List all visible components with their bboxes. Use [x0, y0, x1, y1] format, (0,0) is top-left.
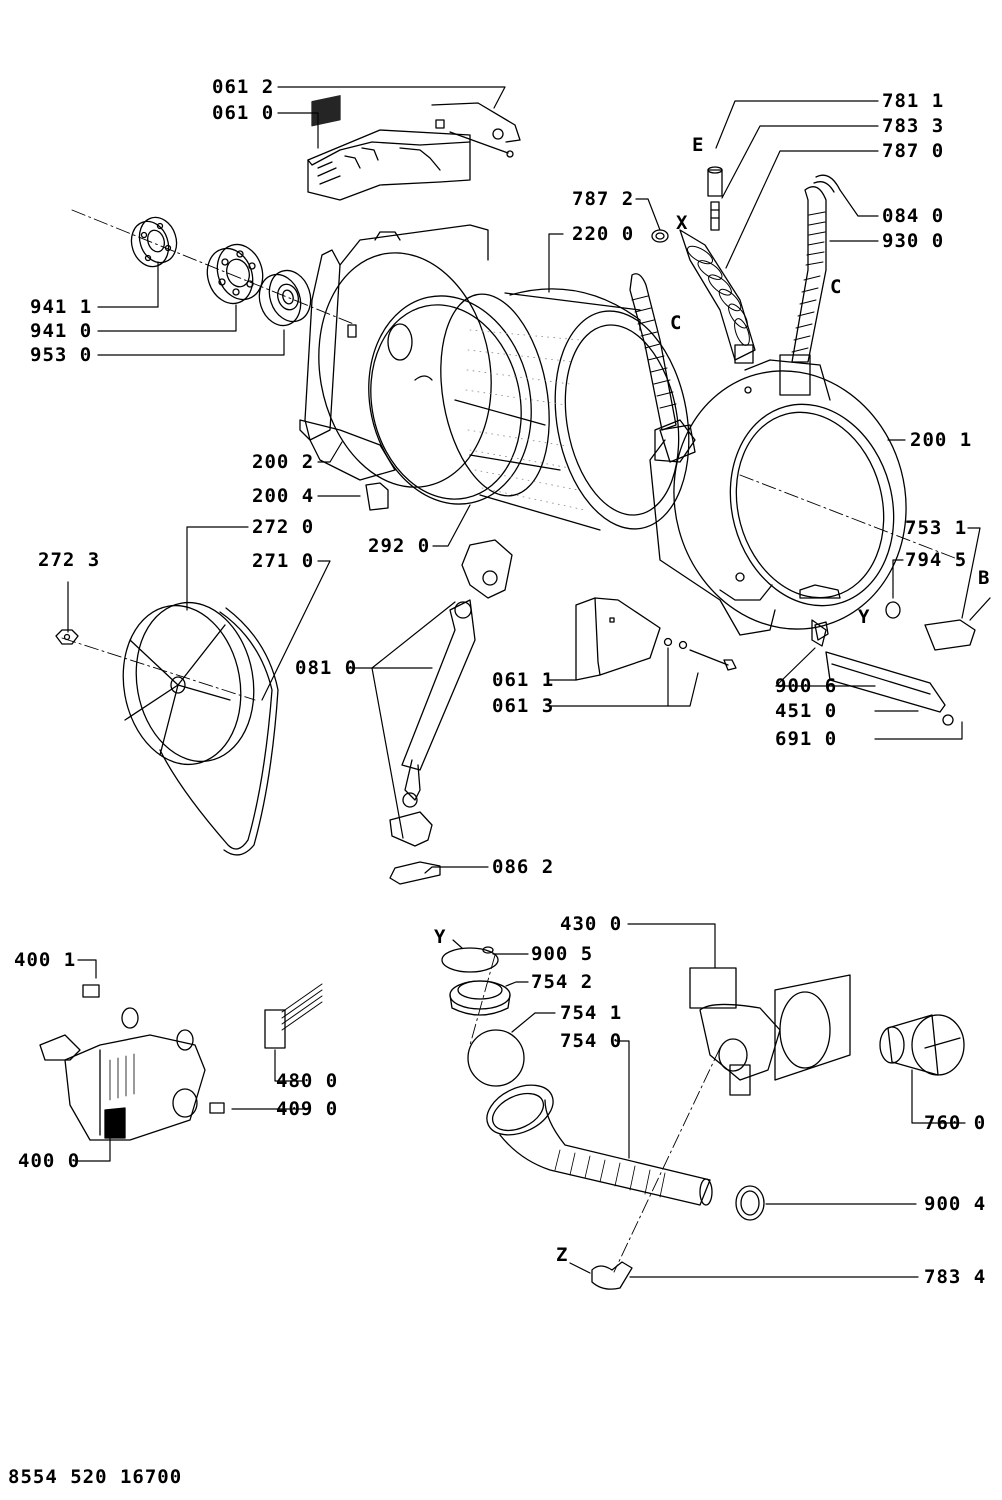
bearing-941-0 [206, 243, 264, 305]
part-label-2723: 272 3 [38, 549, 101, 571]
gasket-292-0 [368, 295, 532, 505]
part-label-0610: 061 0 [212, 102, 275, 124]
part-label-7811: 781 1 [882, 90, 945, 112]
part-label-9005: 900 5 [531, 943, 594, 965]
drum-220-0 [440, 288, 690, 531]
seal-754-2 [449, 980, 511, 1016]
counterweight-061-0 [307, 95, 471, 201]
part-label-9004: 900 4 [924, 1193, 987, 1215]
part-label-2920: 292 0 [368, 535, 431, 557]
bearing-953-0 [258, 269, 312, 327]
part-label-9410: 941 0 [30, 320, 93, 342]
marker-c-right: C [830, 276, 843, 298]
part-label-2004: 200 4 [252, 485, 315, 507]
tub-front-200-1 [649, 354, 907, 636]
hose-930-0 [791, 174, 841, 363]
hose-783-4 [591, 1261, 633, 1290]
clamp-900-4 [735, 1185, 765, 1221]
pulley-272-0 [122, 601, 255, 766]
part-label-9006: 900 6 [775, 675, 838, 697]
part-label-7945: 794 5 [905, 549, 968, 571]
motor-400-0 [39, 984, 225, 1141]
connector-480-0 [264, 983, 323, 1049]
shock-absorber-081-0 [389, 539, 513, 885]
clip-794-5 [885, 601, 901, 619]
part-label-7833: 783 3 [882, 115, 945, 137]
part-label-4800: 480 0 [276, 1070, 339, 1092]
part-label-4001: 400 1 [14, 949, 77, 971]
part-label-0810: 081 0 [295, 657, 358, 679]
part-label-9530: 953 0 [30, 344, 93, 366]
sensor-753-1 [924, 597, 991, 651]
hose-c-left [629, 273, 696, 463]
bearing-941-1 [130, 216, 178, 268]
part-label-4300: 430 0 [560, 913, 623, 935]
part-label-2720: 272 0 [252, 516, 315, 538]
part-label-7600: 760 0 [924, 1112, 987, 1134]
marker-e: E [692, 134, 705, 156]
connector-781-1 [707, 166, 723, 231]
heater-451-0 [811, 619, 954, 726]
part-label-0613: 061 3 [492, 695, 555, 717]
marker-c-left: C [670, 312, 683, 334]
marker-y-upper: Y [858, 606, 871, 628]
drain-hose-754-0 [486, 1084, 713, 1206]
part-label-7834: 783 4 [924, 1266, 987, 1288]
marker-y-lower: Y [434, 926, 447, 948]
part-label-0612: 061 2 [212, 76, 275, 98]
counterweight-061-1 [575, 597, 737, 681]
part-label-0611: 061 1 [492, 669, 555, 691]
part-label-9411: 941 1 [30, 296, 93, 318]
part-label-0840: 084 0 [882, 205, 945, 227]
part-label-2001: 200 1 [910, 429, 973, 451]
ball-754-1 [467, 1029, 525, 1087]
part-label-7540: 754 0 [560, 1030, 623, 1052]
pump-430-0 [689, 967, 851, 1096]
part-label-2710: 271 0 [252, 550, 315, 572]
part-label-7531: 753 1 [905, 517, 968, 539]
part-label-4510: 451 0 [775, 700, 838, 722]
marker-b: B [978, 567, 991, 589]
part-label-7872: 787 2 [572, 188, 635, 210]
part-label-9300: 930 0 [882, 230, 945, 252]
part-label-0862: 086 2 [492, 856, 555, 878]
bracket-061-2 [431, 102, 521, 158]
leader-lines [67, 86, 981, 1278]
bracket-200-4 [365, 482, 389, 511]
part-label-2200: 220 0 [572, 223, 635, 245]
center-axes [61, 209, 961, 1273]
part-label-2002: 200 2 [252, 451, 315, 473]
part-label-4090: 409 0 [276, 1098, 339, 1120]
part-label-7542: 754 2 [531, 971, 594, 993]
hose-787-0 [651, 229, 756, 364]
marker-z: Z [556, 1244, 569, 1266]
part-label-6910: 691 0 [775, 728, 838, 750]
filter-760-0 [879, 1014, 965, 1076]
ring-900-5 [441, 946, 499, 973]
belt-271-0 [159, 607, 279, 856]
part-label-4000: 400 0 [18, 1150, 81, 1172]
part-label-7870: 787 0 [882, 140, 945, 162]
document-number: 8554 520 16700 [8, 1466, 183, 1488]
nut-272-3 [55, 629, 79, 645]
tub-rear-200-2 [299, 224, 492, 488]
part-label-7541: 754 1 [560, 1002, 623, 1024]
marker-x: X [676, 212, 689, 234]
clip-900-6 [814, 621, 829, 641]
